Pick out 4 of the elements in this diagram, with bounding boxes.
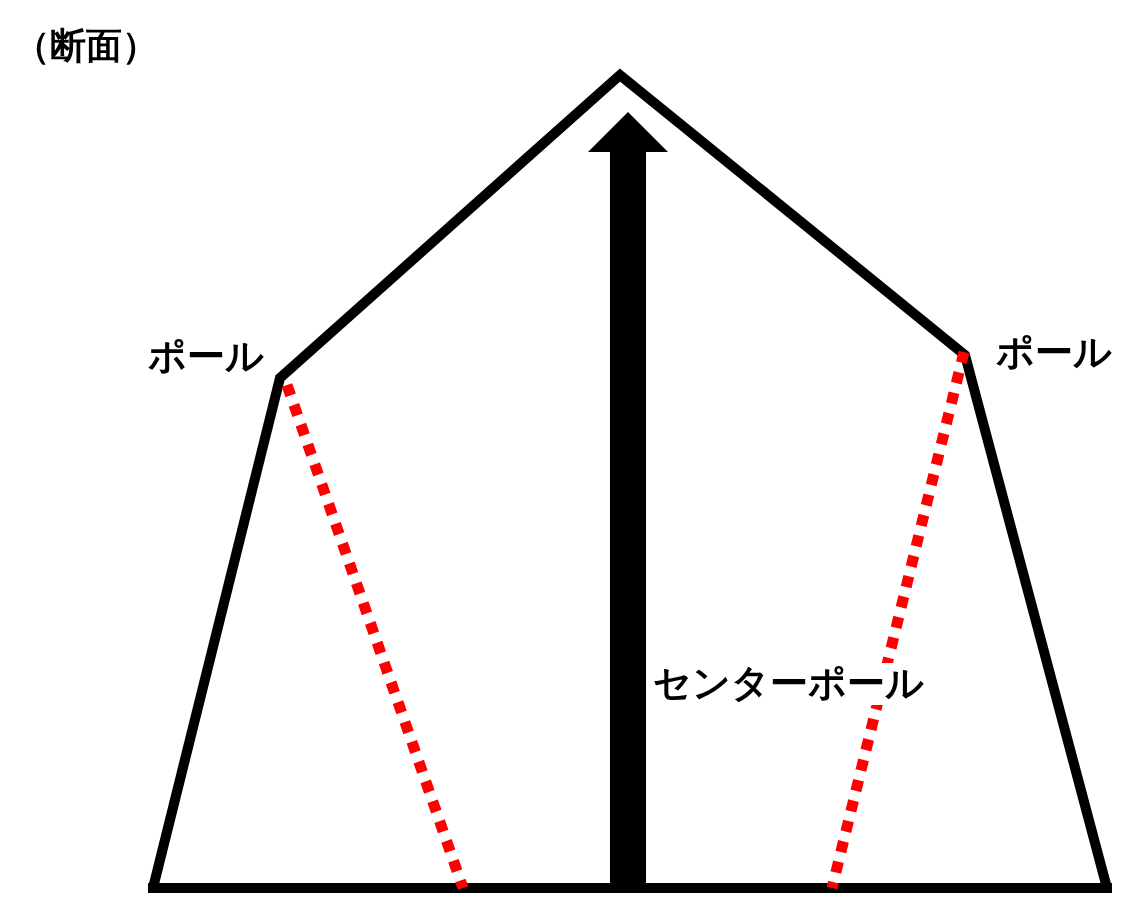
part-label: ポール [148, 336, 264, 378]
part-label: センターポール [653, 663, 924, 705]
title: （断面） [14, 26, 158, 66]
part-label: ポール [996, 332, 1112, 374]
